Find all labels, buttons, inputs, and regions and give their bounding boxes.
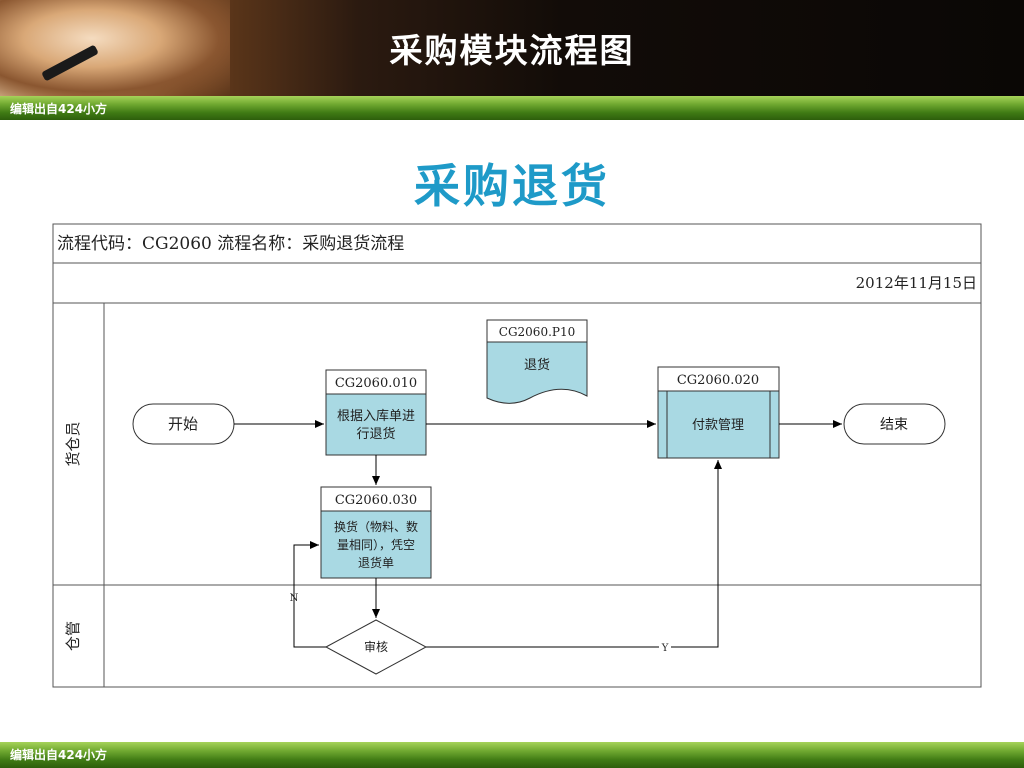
header-banner: 采购模块流程图 [0,0,1024,96]
hand-photo [0,0,230,96]
header-title: 采购模块流程图 [389,31,635,70]
step-030-line2: 量相同），凭空 [337,537,415,552]
step-010-code: CG2060.010 [335,376,417,391]
start-label: 开始 [168,415,198,433]
no-label: N [290,593,299,604]
arrow-decision-yes [426,460,722,648]
diagram-frame [52,223,982,688]
lane-label-warehouse-clerk: 货仓员 [64,421,82,466]
doc-code: CG2060.P10 [499,325,575,339]
step-010-line2: 行退货 [356,426,395,442]
step-030-box [320,510,432,579]
top-band-text: 编辑出自424小方 [10,102,108,116]
top-band: 编辑出自424小方 [0,96,1024,120]
yes-label-bg [659,641,671,653]
step-020-code-box [657,366,780,392]
step-020-box [657,390,780,459]
arrow-decision-no [293,541,326,648]
bottom-band-text: 编辑出自424小方 [10,748,108,762]
end-label: 结束 [880,417,908,433]
doc-label: 退货 [524,357,550,373]
end-terminal [843,403,946,445]
step-030-line3: 退货单 [358,555,394,570]
flow-date: 2012年11月15日 [856,274,977,292]
step-020-code: CG2060.020 [677,373,759,388]
decision-label: 审核 [364,639,388,654]
doc-shape [486,341,588,404]
yes-label: Y [661,643,669,654]
step-020-label: 付款管理 [692,418,744,433]
step-030-line1: 换货（物料、数 [334,519,418,534]
step-010-line1: 根据入库单进 [337,408,415,424]
bottom-band: 编辑出自424小方 [0,742,1024,768]
flow-info: 流程代码：CG2060 流程名称：采购退货流程 [57,234,404,254]
step-030-code: CG2060.030 [335,493,417,508]
lane-label-warehouse-manager: 仓管 [64,621,82,651]
slide-subtitle: 采购退货 [414,159,610,213]
step-010-box [325,393,427,456]
